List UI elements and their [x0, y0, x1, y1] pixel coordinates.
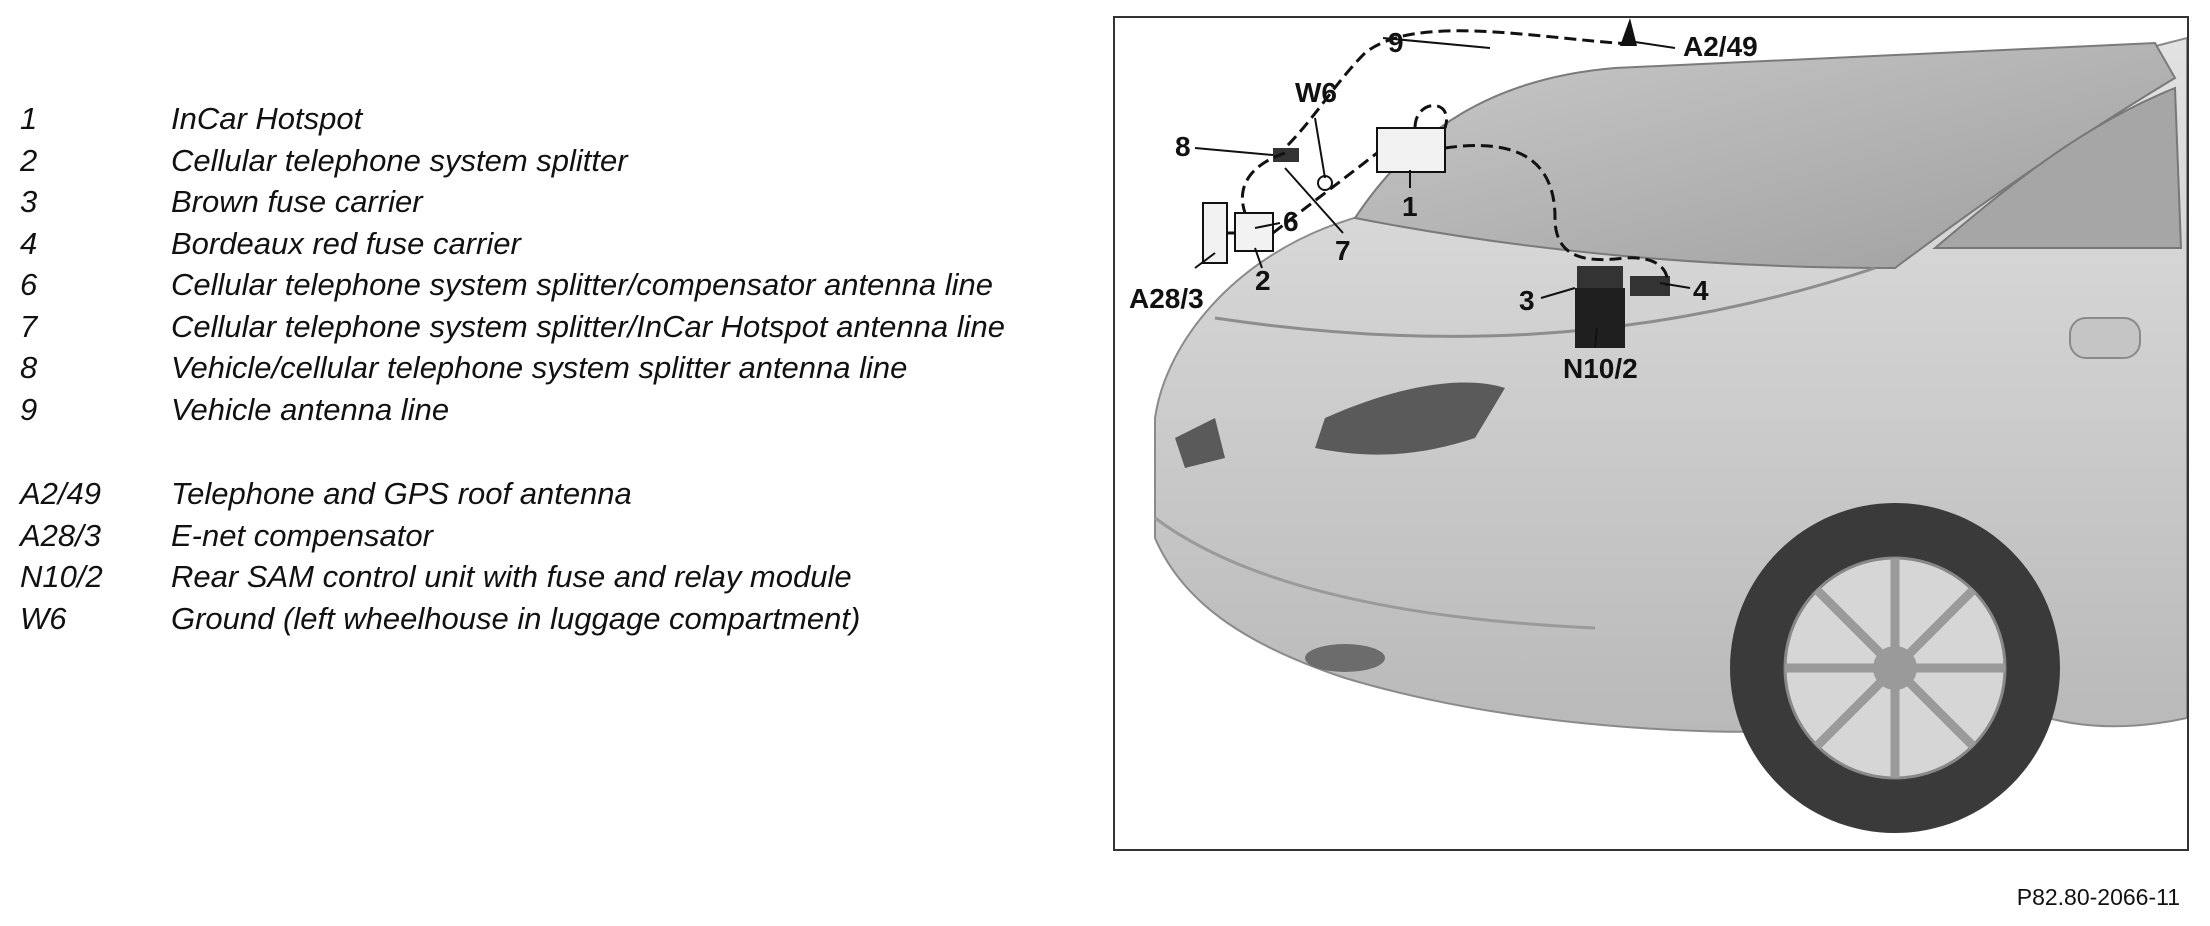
exhaust-tip — [1305, 644, 1385, 672]
leader-lines — [1194, 37, 1691, 349]
legend-item: 7 Cellular telephone system splitter/InCa… — [20, 306, 1080, 348]
callout-a2-49: A2/49 — [1683, 31, 1758, 62]
diagram-canvas: 9 A2/49 W6 8 1 6 7 2 A28/3 3 4 N10/2 — [1129, 18, 2187, 833]
legend-code: W6 — [20, 600, 67, 636]
legend-desc: Bordeaux red fuse carrier — [171, 225, 521, 261]
legend-code: 7 — [20, 308, 38, 344]
callout-9: 9 — [1388, 27, 1404, 58]
callout-2: 2 — [1255, 265, 1271, 296]
figure-id: P82.80-2066-11 — [2016, 884, 2180, 910]
tail-light-right — [1315, 382, 1505, 455]
legend-item: 4 Bordeaux red fuse carrier — [20, 223, 1080, 265]
side-window — [1932, 86, 2183, 249]
legend-item: 3 Brown fuse carrier — [20, 181, 1080, 223]
legend-code: 1 — [20, 101, 38, 136]
legend-item: W6 Ground (left wheelhouse in luggage com… — [20, 598, 1080, 640]
tail-light-left — [1175, 418, 1225, 468]
rear-window — [1353, 41, 2177, 270]
legend-desc: Cellular telephone system splitter — [171, 142, 628, 178]
bordeaux-fuse-carrier — [1630, 276, 1670, 296]
splitter-box — [1234, 212, 1274, 252]
roof-antenna-icon — [1620, 18, 1637, 46]
rear-bumper — [1154, 516, 1596, 630]
callout-4: 4 — [1693, 275, 1709, 306]
vehicle-diagram: 9 A2/49 W6 8 1 6 7 2 A28/3 3 4 N10/2 — [1113, 16, 2189, 851]
legend-item: 2 Cellular telephone system splitter — [20, 140, 1080, 182]
legend-code: 2 — [20, 142, 38, 178]
vehicle-antenna-line — [1283, 29, 1631, 150]
legend-item: 8 Vehicle/cellular telephone system split… — [20, 347, 1080, 389]
legend-desc: Ground (left wheelhouse in luggage compa… — [171, 600, 861, 636]
wheel-spokes — [1785, 558, 2005, 778]
legend-desc: InCar Hotspot — [171, 101, 363, 136]
legend-code: A2/49 — [20, 476, 102, 511]
callout-6: 6 — [1283, 206, 1299, 237]
legend-item: 9 Vehicle antenna line — [20, 389, 1080, 431]
legend-code: 9 — [20, 391, 38, 427]
callout-8: 8 — [1175, 131, 1191, 162]
legend-code: A28/3 — [20, 517, 102, 553]
legend-item: 1 InCar Hotspot — [20, 98, 1080, 140]
incar-hotspot-module — [1376, 127, 1446, 173]
callout-n10-2: N10/2 — [1563, 353, 1638, 384]
legend-code: 4 — [20, 225, 38, 261]
callout-w6: W6 — [1295, 77, 1337, 108]
legend-code: 6 — [20, 267, 38, 302]
callout-1: 1 — [1402, 191, 1418, 222]
legend-code: N10/2 — [20, 559, 103, 594]
trunk-lid — [1214, 266, 1876, 338]
legend-desc: Vehicle/cellular telephone system splitt… — [171, 350, 908, 385]
brown-fuse-carrier — [1577, 266, 1623, 288]
legend-desc: E-net compensator — [171, 517, 433, 553]
hotspot-to-sam-line — [1444, 144, 1669, 287]
hotspot-antenna-line — [1272, 151, 1378, 235]
legend-desc: Rear SAM control unit with fuse and rela… — [171, 559, 852, 594]
line-connector — [1273, 148, 1299, 162]
legend-desc: Vehicle antenna line — [171, 391, 450, 427]
legend-desc: Cellular telephone system splitter/compe… — [171, 267, 993, 302]
legend-divider — [20, 430, 1080, 473]
legend-item: 6 Cellular telephone system splitter/comp… — [20, 264, 1080, 306]
callout-7: 7 — [1335, 235, 1351, 266]
legend-desc: Telephone and GPS roof antenna — [171, 476, 632, 511]
legend-code: 8 — [20, 350, 38, 385]
legend-item: A28/3 E-net compensator — [20, 515, 1080, 557]
legend-desc: Brown fuse carrier — [171, 184, 423, 219]
splitter-antenna-line — [1240, 151, 1286, 214]
legend-desc: Cellular telephone system splitter/InCar… — [171, 308, 1006, 344]
legend-code: 3 — [20, 184, 38, 219]
legend-item: N10/2 Rear SAM control unit with fuse and… — [20, 556, 1080, 598]
callout-3: 3 — [1519, 285, 1535, 316]
legend-item: A2/49 Telephone and GPS roof antenna — [20, 473, 1080, 515]
antenna-lines — [1227, 29, 1669, 287]
rear-sam-control-unit — [1575, 288, 1625, 348]
fuel-door — [2069, 317, 2141, 359]
incar-loop — [1413, 104, 1449, 129]
callout-a28-3: A28/3 — [1129, 283, 1204, 314]
